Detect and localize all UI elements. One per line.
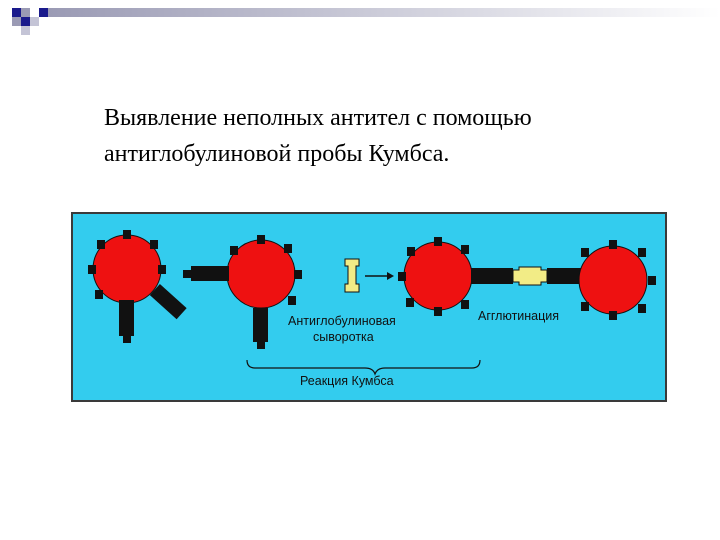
incomplete-antibody: [547, 268, 581, 284]
antibody-stub: [609, 240, 617, 249]
antibody-stub: [434, 307, 442, 316]
deco-square-light: [12, 17, 21, 26]
antibody-stub: [95, 290, 103, 299]
deco-square-dark: [21, 17, 30, 26]
antibody-stub: [407, 247, 415, 256]
antibody-stub: [97, 240, 105, 249]
antibody-stub: [123, 230, 131, 239]
title-line-1: Выявление неполных антител с помощью: [104, 105, 532, 131]
antibody-stub: [406, 298, 414, 307]
deco-square-light: [21, 8, 30, 17]
antibody-stub: [257, 342, 265, 349]
deco-square-light: [21, 26, 30, 35]
antibody-stub: [123, 336, 131, 343]
slide-corner-decoration: [12, 8, 720, 35]
antibody-stub: [398, 272, 406, 281]
antibody-stub: [434, 237, 442, 246]
incomplete-antibody: [119, 300, 134, 336]
label-antiglobulin-serum: Антиглобулиновая: [288, 314, 396, 328]
antibody-stub: [581, 248, 589, 257]
antibody-stub: [638, 248, 646, 257]
deco-square-light: [30, 17, 39, 26]
antibody-stub: [294, 270, 302, 279]
arrow-right-icon: [365, 272, 394, 280]
antiglobulin-bridge: [512, 266, 548, 286]
label-coombs-reaction: Реакция Кумбса: [300, 374, 394, 388]
agglutinated-pair: [398, 237, 656, 320]
red-cell-sensitized-1: [88, 230, 187, 343]
antibody-stub: [150, 240, 158, 249]
antibody-stub: [158, 265, 166, 274]
incomplete-antibody: [471, 268, 513, 284]
antibody-stub: [609, 311, 617, 320]
antiglobulin-molecule: [344, 258, 360, 293]
antiglobulin-icon: [344, 258, 360, 293]
antibody-stub: [257, 235, 265, 244]
antibody-stub: [88, 265, 96, 274]
incomplete-antibody: [253, 308, 268, 342]
coombs-reaction-bracket: [246, 359, 481, 376]
antibody-stub: [183, 270, 191, 278]
label-agglutination: Агглютинация: [478, 309, 559, 323]
diagram-canvas: Антиглобулиновая сыворотка Агглютинация …: [73, 214, 665, 400]
red-cell: [578, 245, 648, 315]
antibody-stub: [284, 244, 292, 253]
antibody-stub: [230, 246, 238, 255]
deco-bar-gradient: [48, 8, 720, 17]
slide-title: Выявление неполных антител с помощью ант…: [104, 100, 664, 172]
incomplete-antibody: [149, 284, 187, 320]
coombs-test-diagram: Антиглобулиновая сыворотка Агглютинация …: [71, 212, 667, 402]
antibody-stub: [638, 304, 646, 313]
deco-square-dark: [12, 8, 21, 17]
incomplete-antibody: [191, 266, 229, 281]
title-line-2: антиглобулиновой пробы Кумбса.: [104, 141, 450, 167]
label-antiglobulin-serum-2: сыворотка: [313, 330, 374, 344]
red-cell-sensitized-2: [183, 235, 302, 349]
antibody-stub: [648, 276, 656, 285]
antibody-stub: [461, 300, 469, 309]
diagram-background: [73, 214, 665, 400]
deco-square-dark: [39, 8, 48, 17]
antibody-stub: [288, 296, 296, 305]
antibody-stub: [581, 302, 589, 311]
antibody-stub: [461, 245, 469, 254]
